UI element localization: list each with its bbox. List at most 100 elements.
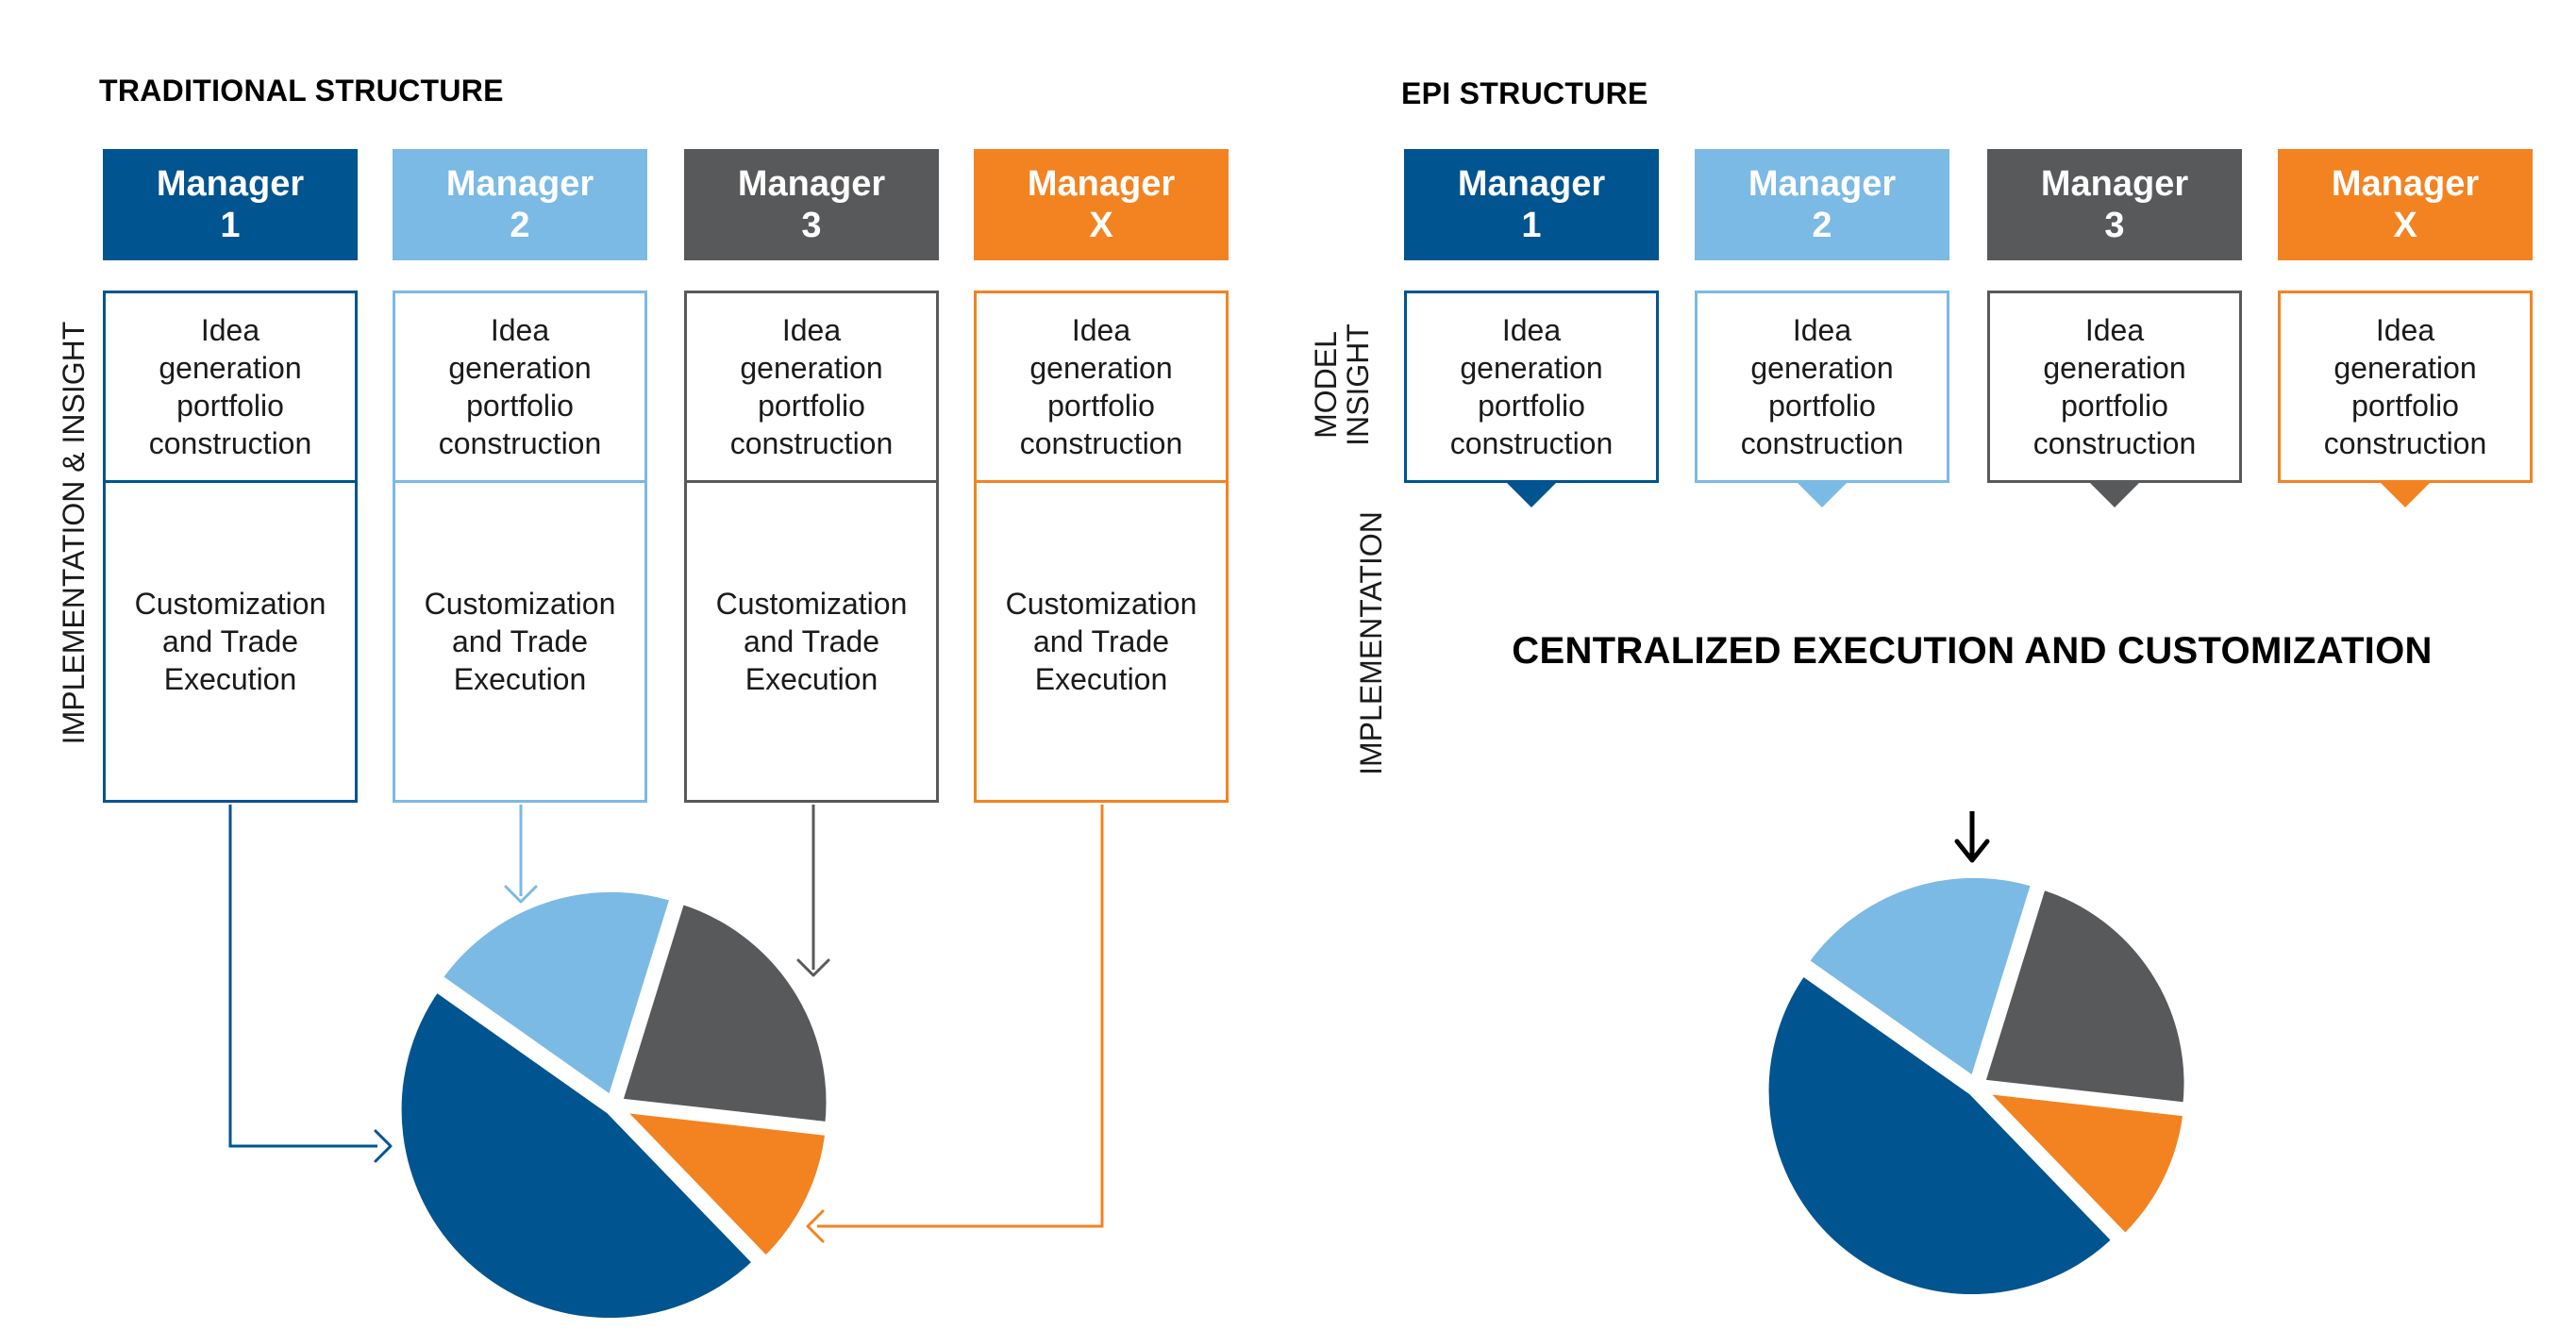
arrowhead-manager-1 <box>374 1129 393 1163</box>
box-text-line: Execution <box>163 662 297 696</box>
centralized-title: CENTRALIZED EXECUTION AND CUSTOMIZATION <box>1512 630 2433 672</box>
box-text-line: construction <box>1740 426 1904 460</box>
box-text-line: Customization <box>134 587 326 621</box>
traditional-title: TRADITIONAL STRUCTURE <box>99 74 504 108</box>
box-text-line: Customization <box>1005 587 1197 621</box>
box-text-line: generation <box>159 351 302 385</box>
box-text-line: Execution <box>1034 662 1168 696</box>
manager-label: Manager <box>2331 164 2480 204</box>
box-text-line: Idea <box>1792 313 1852 347</box>
epi-pointer-3 <box>2088 481 2141 507</box>
epi-pointer-1 <box>1505 481 1558 507</box>
epi-pointer-4 <box>2379 481 2432 507</box>
epi-title: EPI STRUCTURE <box>1401 76 1648 110</box>
box-text-line: construction <box>1449 426 1614 460</box>
box-text-line: portfolio <box>466 389 574 423</box>
manager-number: X <box>2393 206 2417 245</box>
box-text-line: Idea <box>2084 313 2145 347</box>
box-text-line: Idea <box>781 313 842 347</box>
box-text-line: construction <box>2032 426 2197 460</box>
manager-number: 3 <box>801 206 822 245</box>
connector-manager-1 <box>228 805 377 1148</box>
traditional-pie-slice-2 <box>433 883 679 1105</box>
arrowhead-manager-x <box>806 1209 825 1243</box>
traditional-pie-slice-4 <box>613 1104 834 1265</box>
box-text-line: portfolio <box>758 389 865 423</box>
box-text-line: Execution <box>744 662 878 696</box>
box-text-line: Idea <box>2375 313 2435 347</box>
traditional-pie-slice-1 <box>393 983 761 1327</box>
box-text-line: Idea <box>200 313 260 347</box>
manager-number: 1 <box>1521 206 1542 245</box>
traditional-pie-slice-3 <box>613 895 835 1131</box>
box-text-line: portfolio <box>1047 389 1155 423</box>
epi-pie-slice-4 <box>1976 1085 2192 1243</box>
manager-number: 2 <box>510 206 530 245</box>
box-text-line: generation <box>448 351 592 385</box>
box-text-line: generation <box>2333 351 2477 385</box>
box-text-line: Idea <box>1501 313 1562 347</box>
box-text-line: Execution <box>453 662 587 696</box>
manager-label: Manager <box>156 164 305 204</box>
manager-label: Manager <box>1457 164 1606 204</box>
epi-down-arrow-head <box>1954 839 1990 863</box>
box-text-line: generation <box>1750 351 1894 385</box>
manager-label: Manager <box>1748 164 1897 204</box>
manager-label: Manager <box>737 164 886 204</box>
arrowhead-manager-3 <box>796 958 830 977</box>
epi-pointer-2 <box>1796 481 1848 507</box>
box-text-line: portfolio <box>2351 389 2459 423</box>
arrowhead-manager-2 <box>504 885 538 904</box>
epi-pie-slice-1 <box>1760 967 2121 1304</box>
box-text-line: construction <box>2323 426 2487 460</box>
box-text-line: Customization <box>715 587 908 621</box>
manager-label: Manager <box>2040 164 2189 204</box>
box-text-line: generation <box>2043 351 2186 385</box>
box-text-line: generation <box>1460 351 1603 385</box>
box-text-line: portfolio <box>1478 389 1585 423</box>
epi-pie-slice-3 <box>1976 881 2193 1111</box>
box-text-line: construction <box>148 426 312 460</box>
box-text-line: construction <box>438 426 602 460</box>
manager-number: 2 <box>1812 206 1832 245</box>
box-text-line: and Trade <box>161 624 299 658</box>
manager-number: X <box>1089 206 1113 245</box>
manager-label: Manager <box>1027 164 1176 204</box>
traditional-pie <box>393 883 835 1327</box>
box-text-line: portfolio <box>1768 389 1876 423</box>
box-text-line: Idea <box>490 313 550 347</box>
box-text-line: Idea <box>1071 313 1131 347</box>
box-text-line: Customization <box>424 587 616 621</box>
box-text-line: portfolio <box>176 389 284 423</box>
epi-pie-slice-2 <box>1799 869 2040 1086</box>
connector-manager-x <box>817 805 1104 1228</box>
box-text-line: generation <box>740 351 883 385</box>
box-text-line: portfolio <box>2061 389 2168 423</box>
manager-number: 3 <box>2104 206 2125 245</box>
box-text-line: generation <box>1029 351 1173 385</box>
box-text-line: construction <box>729 426 894 460</box>
manager-number: 1 <box>220 206 241 245</box>
box-text-line: and Trade <box>743 624 880 658</box>
